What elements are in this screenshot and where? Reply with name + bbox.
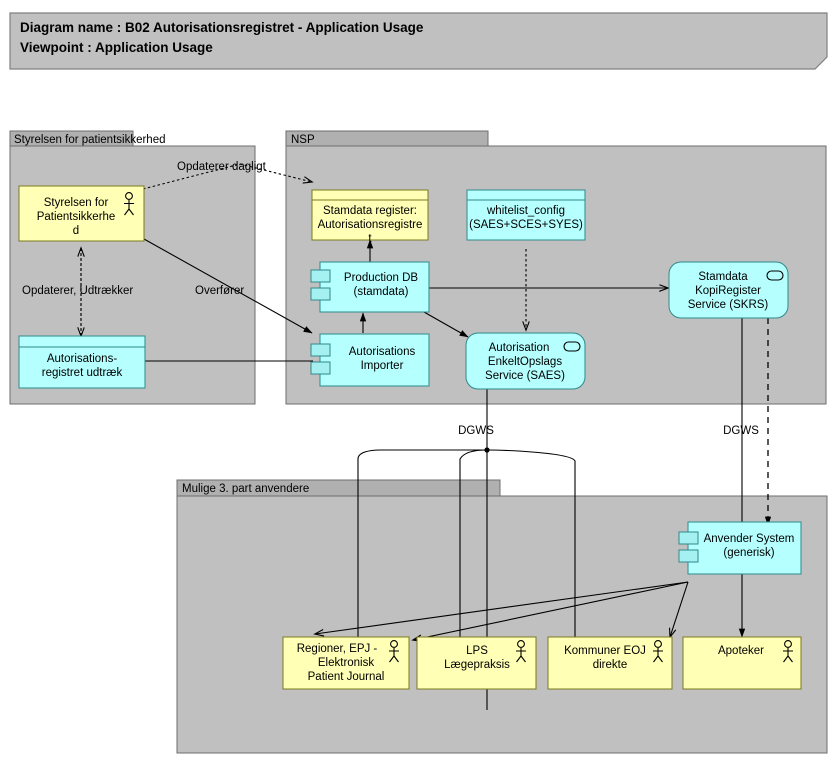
- node-label-udtraek-line2: registret udtræk: [42, 367, 123, 379]
- diagram-banner: Diagram name : B02 Autorisationsregistre…: [9, 12, 828, 70]
- node-label-whitelist-line2: (SAES+SCES+SYES): [469, 219, 583, 231]
- node-label-anvender-line2: (generisk): [723, 547, 774, 559]
- node-label-saes-line3: Service (SAES): [485, 370, 565, 382]
- node-label-stamdata-register-line3: t: [368, 233, 372, 245]
- node-label-stamdata-register-line1: Stamdata register:: [323, 205, 417, 217]
- actor-icon: [516, 640, 526, 663]
- service-icon: [766, 270, 784, 281]
- node-label-importer-line1: Autorisations: [349, 346, 416, 358]
- banner-line1: Diagram name : B02 Autorisationsregistre…: [20, 20, 424, 35]
- node-label-kommuner-line2: direkte: [593, 659, 628, 671]
- node-label-skrs-line2: KopiRegister: [695, 285, 761, 297]
- node-label-regioner-line1: Regioner, EPJ -: [297, 643, 378, 655]
- component-icon: [310, 343, 331, 375]
- node-whitelist-config[interactable]: whitelist_config (SAES+SCES+SYES): [466, 189, 586, 241]
- node-label-production-db-line2: (stamdata): [354, 286, 409, 298]
- banner-line2: Viewpoint : Application Usage: [20, 40, 213, 55]
- node-label-regioner-line2: Elektronisk: [318, 657, 374, 669]
- node-stamdata-register[interactable]: Stamdata register: Autorisationsregistre…: [311, 189, 429, 245]
- node-label-styrelsen-line2: Patientsikkerhe: [37, 211, 116, 223]
- node-label-stamdata-register-line2: Autorisationsregistre: [318, 219, 423, 231]
- edge-label-dgws-right: DGWS: [723, 425, 759, 437]
- group-title-third-party: Mulige 3. part anvendere: [182, 483, 309, 495]
- edge-anvender-to-lps: [413, 581, 689, 640]
- edge-dgws-branch-kommuner: [486, 449, 576, 637]
- node-label-styrelsen-line1: Styrelsen for: [44, 197, 109, 209]
- node-label-saes-line1: Autorisation: [489, 342, 550, 354]
- node-label-kommuner-line1: Kommuner EOJ: [564, 645, 646, 657]
- node-production-db[interactable]: Production DB (stamdata): [310, 261, 430, 313]
- node-anvender-system[interactable]: Anvender System (generisk): [678, 521, 802, 575]
- node-label-production-db-line1: Production DB: [344, 272, 418, 284]
- node-label-skrs-line3: Service (SKRS): [688, 299, 769, 311]
- node-apoteker[interactable]: Apoteker: [682, 636, 802, 690]
- edge-label-opdaterer-udtraekker: Opdaterer, Udtrækker: [22, 285, 133, 297]
- node-kommuner-eoj[interactable]: Kommuner EOJ direkte: [547, 636, 673, 690]
- node-label-lps-line2: Lægepraksis: [444, 659, 510, 671]
- edge-anvender-to-kommuner: [670, 581, 689, 637]
- edge-label-overfoerer: Overfører: [195, 285, 244, 297]
- node-label-anvender-line1: Anvender System: [704, 533, 795, 545]
- edge-label-opdaterer-dagligt: Opdaterer dagligt: [177, 161, 267, 173]
- edge-opdaterer-dagligt: [142, 163, 312, 190]
- edge-dgws-branch-lps: [357, 449, 487, 637]
- group-mulige-3-part-anvendere[interactable]: Mulige 3. part anvendere: [176, 479, 828, 754]
- edge-overfoerer: [143, 238, 313, 334]
- component-icon: [678, 531, 699, 563]
- node-label-udtraek-line1: Autorisations-: [47, 353, 117, 365]
- node-autorisationsregistret-udtraek[interactable]: Autorisations- registret udtræk: [18, 335, 146, 389]
- edge-anvender-to-regioner: [315, 581, 689, 634]
- node-lps[interactable]: LPS Lægepraksis: [416, 636, 537, 690]
- edge-productiondb-to-saes: [423, 311, 469, 338]
- edge-label-dgws-left: DGWS: [458, 425, 494, 437]
- component-icon: [310, 269, 331, 301]
- node-label-styrelsen-line3: d: [73, 225, 79, 237]
- node-label-apoteker-line1: Apoteker: [718, 645, 764, 657]
- actor-icon: [783, 640, 793, 663]
- node-autorisations-importer[interactable]: Autorisations Importer: [310, 333, 430, 387]
- node-label-whitelist-line1: whitelist_config: [486, 205, 565, 217]
- node-regioner-epj[interactable]: Regioner, EPJ - Elektronisk Patient Jour…: [282, 636, 410, 690]
- node-label-regioner-line3: Patient Journal: [308, 671, 385, 683]
- actor-icon: [389, 640, 399, 663]
- node-saes[interactable]: Autorisation EnkeltOpslags Service (SAES…: [465, 332, 586, 390]
- actor-icon: [124, 192, 134, 216]
- node-label-importer-line2: Importer: [361, 360, 404, 372]
- node-skrs[interactable]: Stamdata KopiRegister Service (SKRS): [668, 261, 789, 319]
- actor-icon: [653, 640, 663, 663]
- group-title-styrelsen: Styrelsen for patientsikkerhed: [14, 134, 166, 146]
- service-icon: [563, 341, 581, 352]
- node-label-lps-line1: LPS: [466, 645, 488, 657]
- group-title-nsp: NSP: [291, 134, 315, 146]
- node-styrelsen-for-patientsikkerhed[interactable]: Styrelsen for Patientsikkerhe d: [18, 185, 145, 242]
- node-label-saes-line2: EnkeltOpslags: [488, 356, 562, 368]
- node-label-skrs-line1: Stamdata: [698, 271, 748, 283]
